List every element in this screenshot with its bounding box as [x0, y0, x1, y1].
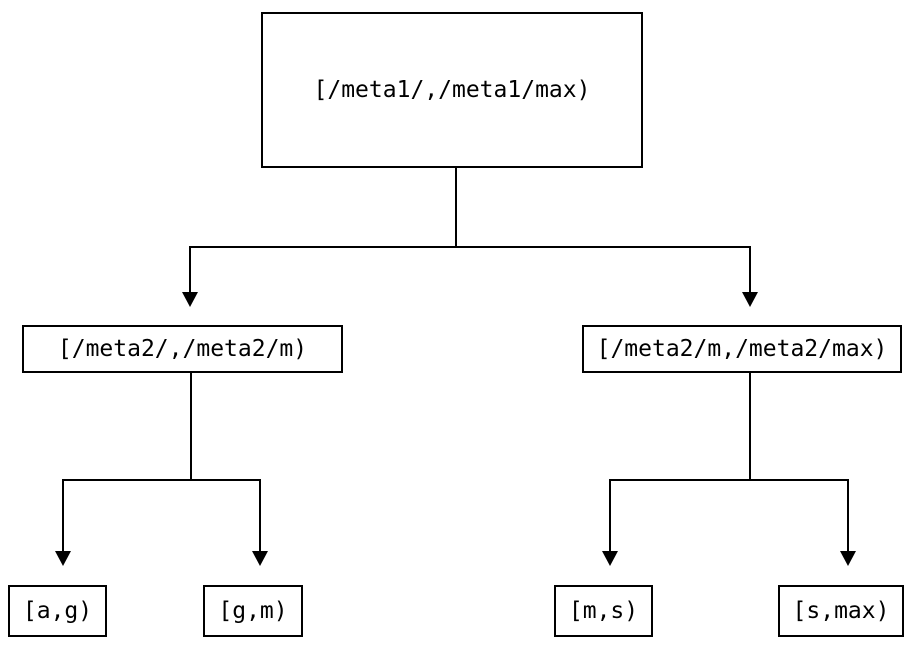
arrowhead-icon: [182, 292, 198, 307]
edge-root-crossbar-line: [189, 246, 751, 248]
node-meta2-right: [/meta2/m,/meta2/max): [582, 325, 902, 373]
arrowhead-icon: [840, 551, 856, 566]
node-leaf-ms: [m,s): [554, 585, 653, 637]
node-leaf-smax: [s,max): [778, 585, 904, 637]
edge-meta2-right-stem-line: [749, 372, 751, 481]
edge-root-to-meta2-left-line: [189, 246, 191, 293]
arrowhead-icon: [55, 551, 71, 566]
arrowhead-icon: [602, 551, 618, 566]
edge-meta2-left-to-leaf-ag-line: [62, 479, 64, 552]
node-leaf-ag: [a,g): [8, 585, 107, 637]
node-leaf-gm: [g,m): [203, 585, 303, 637]
edge-root-stem-line: [455, 167, 457, 247]
edge-meta2-left-crossbar-line: [62, 479, 261, 481]
arrowhead-icon: [252, 551, 268, 566]
node-root: [/meta1/,/meta1/max): [261, 12, 643, 168]
arrowhead-icon: [742, 292, 758, 307]
edge-meta2-right-to-leaf-smax-line: [847, 479, 849, 552]
edge-root-to-meta2-right-line: [749, 246, 751, 293]
edge-meta2-left-stem-line: [190, 372, 192, 481]
edge-meta2-left-to-leaf-gm-line: [259, 479, 261, 552]
node-meta2-left: [/meta2/,/meta2/m): [22, 325, 343, 373]
edge-meta2-right-to-leaf-ms-line: [609, 479, 611, 552]
edge-meta2-right-crossbar-line: [609, 479, 849, 481]
